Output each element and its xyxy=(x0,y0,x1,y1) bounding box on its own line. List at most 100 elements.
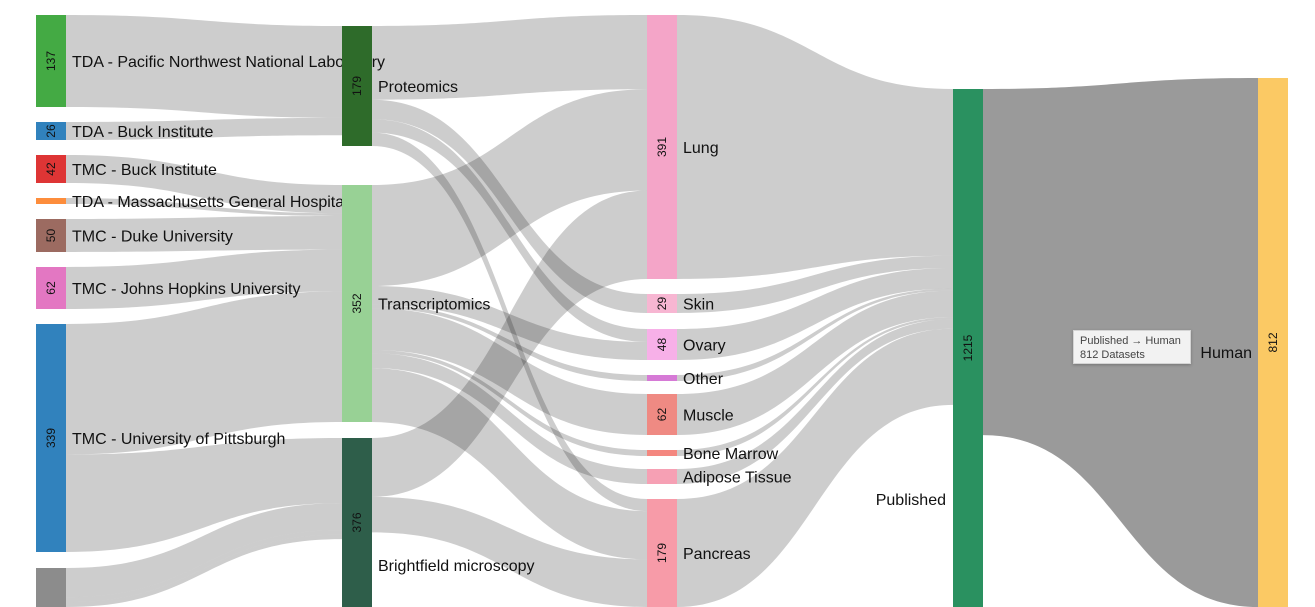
sankey-link-other_src-to-brightfield[interactable] xyxy=(66,503,342,598)
sankey-node-bar-proteomics[interactable] xyxy=(342,26,372,146)
sankey-node-label-brightfield: Brightfield microscopy xyxy=(378,558,535,575)
sankey-node-label-pitt: TMC - University of Pittsburgh xyxy=(72,431,285,448)
sankey-node-bar-pnnl[interactable] xyxy=(36,15,66,107)
sankey-link-lung-to-published[interactable] xyxy=(677,15,953,279)
sankey-node-label-other: Other xyxy=(683,371,724,388)
sankey-node-value-jhu: 62 xyxy=(44,281,58,295)
sankey-link-proteomics-to-lung[interactable] xyxy=(372,15,647,100)
sankey-link-transcriptomics-to-bonemarrow[interactable] xyxy=(372,349,647,456)
sankey-node-value-pancreas: 179 xyxy=(655,543,669,563)
sankey-node-duke[interactable]: 50 TMC - Duke University xyxy=(36,219,233,252)
link-tooltip: Published → Human 812 Datasets xyxy=(1073,330,1191,364)
sankey-node-bar-pancreas[interactable] xyxy=(647,499,677,607)
sankey-node-bar-tmc_buck[interactable] xyxy=(36,155,66,183)
sankey-node-bar-muscle[interactable] xyxy=(647,394,677,435)
sankey-node-label-pnnl: TDA - Pacific Northwest National Laborat… xyxy=(72,54,385,71)
sankey-link-ovary-to-published[interactable] xyxy=(677,268,953,360)
sankey-link-muscle-to-published[interactable] xyxy=(677,290,953,435)
sankey-node-mgh[interactable]: TDA - Massachusetts General Hospital xyxy=(36,194,348,211)
sankey-node-value-brightfield: 376 xyxy=(350,512,364,532)
sankey-node-other_src[interactable] xyxy=(36,568,66,607)
sankey-node-bonemarrow[interactable]: Bone Marrow xyxy=(647,446,779,463)
sankey-link-other_src-to-brightfield[interactable] xyxy=(66,534,342,607)
sankey-node-skin[interactable]: 29 Skin xyxy=(647,294,714,314)
sankey-node-value-pitt: 339 xyxy=(44,428,58,448)
sankey-node-bar-bonemarrow[interactable] xyxy=(647,450,677,456)
sankey-link-adipose-to-published[interactable] xyxy=(677,319,953,484)
sankey-link-bonemarrow-to-published[interactable] xyxy=(677,317,953,456)
sankey-node-bar-transcriptomics[interactable] xyxy=(342,185,372,422)
sankey-link-pitt-to-brightfield[interactable] xyxy=(66,438,342,552)
sankey-node-value-proteomics: 179 xyxy=(350,76,364,96)
sankey-link-jhu-to-transcriptomics[interactable] xyxy=(66,249,342,309)
sankey-node-transcriptomics[interactable]: 352 Transcriptomics xyxy=(342,185,490,422)
sankey-node-label-adipose: Adipose Tissue xyxy=(683,470,792,487)
sankey-node-jhu[interactable]: 62 TMC - Johns Hopkins University xyxy=(36,267,301,309)
sankey-links xyxy=(66,15,1258,607)
sankey-node-bar-human[interactable] xyxy=(1258,78,1288,607)
sankey-node-bar-jhu[interactable] xyxy=(36,267,66,309)
sankey-link-pnnl-to-proteomics[interactable] xyxy=(66,15,342,118)
sankey-node-bar-other_src[interactable] xyxy=(36,568,66,607)
sankey-node-muscle[interactable]: 62 Muscle xyxy=(647,394,734,435)
sankey-link-brightfield-to-lung[interactable] xyxy=(372,190,647,497)
sankey-link-duke-to-transcriptomics[interactable] xyxy=(66,215,342,252)
sankey-node-label-muscle: Muscle xyxy=(683,408,734,425)
sankey-node-lung[interactable]: 391 Lung xyxy=(647,15,719,279)
sankey-node-bar-pitt[interactable] xyxy=(36,324,66,552)
sankey-link-other-to-published[interactable] xyxy=(677,288,953,381)
sankey-link-skin-to-published[interactable] xyxy=(677,255,953,313)
sankey-link-other_src-to-brightfield[interactable] xyxy=(66,530,342,603)
sankey-node-label-published: Published xyxy=(876,492,946,509)
sankey-node-value-duke: 50 xyxy=(44,229,58,243)
sankey-node-bar-other[interactable] xyxy=(647,375,677,381)
sankey-link-brightfield-to-pancreas[interactable] xyxy=(372,496,647,607)
sankey-node-bar-duke[interactable] xyxy=(36,219,66,252)
sankey-node-value-muscle: 62 xyxy=(655,408,669,422)
sankey-node-bar-adipose[interactable] xyxy=(647,469,677,484)
sankey-node-value-skin: 29 xyxy=(655,297,669,311)
sankey-node-bar-brightfield[interactable] xyxy=(342,438,372,607)
sankey-node-bar-tda_buck[interactable] xyxy=(36,122,66,140)
sankey-node-bar-ovary[interactable] xyxy=(647,329,677,360)
sankey-node-value-lung: 391 xyxy=(655,137,669,157)
sankey-link-tda_buck-to-proteomics[interactable] xyxy=(66,117,342,140)
sankey-node-ovary[interactable]: 48 Ovary xyxy=(647,329,726,360)
sankey-node-value-transcriptomics: 352 xyxy=(350,293,364,313)
sankey-node-value-tmc_buck: 42 xyxy=(44,162,58,176)
sankey-link-transcriptomics-to-lung[interactable] xyxy=(372,89,647,286)
sankey-node-bar-skin[interactable] xyxy=(647,294,677,313)
sankey-link-tmc_buck-to-transcriptomics[interactable] xyxy=(66,155,342,214)
tooltip-title: Published → Human xyxy=(1080,335,1181,347)
sankey-node-label-mgh: TDA - Massachusetts General Hospital xyxy=(72,194,348,211)
sankey-node-pitt[interactable]: 339 TMC - University of Pittsburgh xyxy=(36,324,285,552)
sankey-link-transcriptomics-to-adipose[interactable] xyxy=(372,353,647,484)
tooltip-count: 812 Datasets xyxy=(1080,349,1145,361)
sankey-link-mgh-to-transcriptomics[interactable] xyxy=(66,198,342,216)
sankey-node-bar-lung[interactable] xyxy=(647,15,677,279)
sankey-node-label-transcriptomics: Transcriptomics xyxy=(378,297,490,314)
sankey-node-bar-published[interactable] xyxy=(953,89,983,607)
sankey-node-adipose[interactable]: Adipose Tissue xyxy=(647,469,792,487)
sankey-node-bar-mgh[interactable] xyxy=(36,198,66,204)
sankey-node-label-skin: Skin xyxy=(683,297,714,314)
sankey-node-label-lung: Lung xyxy=(683,140,719,157)
sankey-node-value-published: 1215 xyxy=(961,334,975,361)
sankey-node-label-duke: TMC - Duke University xyxy=(72,229,233,246)
sankey-node-value-tda_buck: 26 xyxy=(44,124,58,138)
sankey-link-pitt-to-transcriptomics[interactable] xyxy=(66,291,342,455)
sankey-node-other[interactable]: Other xyxy=(647,371,724,388)
sankey-link-pancreas-to-published[interactable] xyxy=(677,328,953,607)
sankey-node-value-ovary: 48 xyxy=(655,338,669,352)
sankey-node-label-ovary: Ovary xyxy=(683,338,726,355)
sankey-node-label-jhu: TMC - Johns Hopkins University xyxy=(72,281,301,298)
